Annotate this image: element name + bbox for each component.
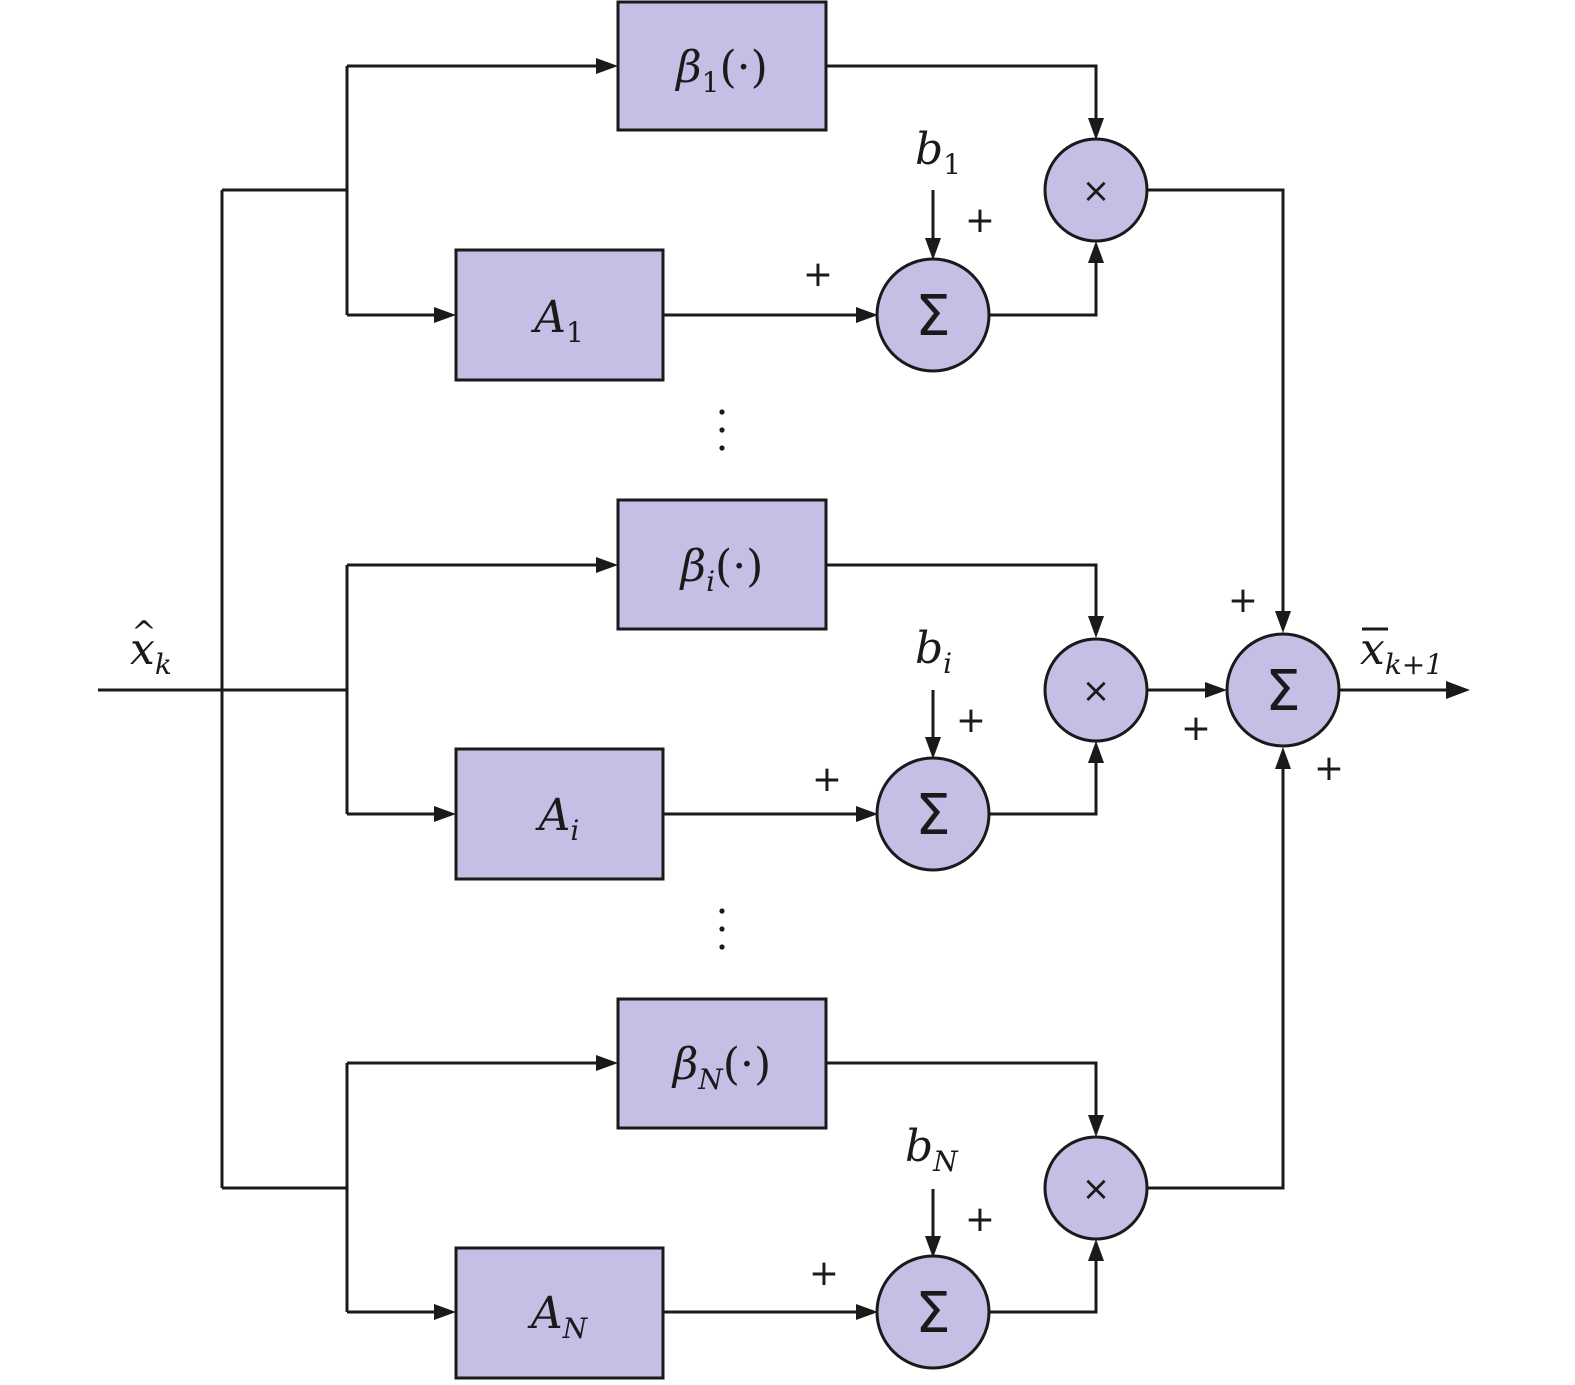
final-sum-symbol: Σ [1265,659,1300,724]
mult-n-symbol: × [1082,1169,1111,1209]
arrow-to-beta-n [596,1055,618,1071]
sum-n-symbol: Σ [915,1281,950,1346]
output-symbol: x [1360,624,1385,675]
sum-i-node: Σ [875,756,991,872]
beta-i-block: βi(·) [616,498,828,631]
arrow-to-mult-i-top [1088,616,1104,638]
beta-1-name: β [674,42,701,93]
plus-b-n: + [965,1199,995,1240]
beta-n-arg: (·) [723,1039,771,1090]
ellipsis-upper [719,409,725,451]
beta-i-out [826,563,1098,620]
a-n-block: AN [454,1246,665,1380]
sum-1-symbol: Σ [915,284,950,349]
b-n-label: bN [905,1121,959,1178]
arrow-to-sum-1 [856,307,878,323]
arrow-b-1-down [925,238,941,260]
svg-text:xk: xk [130,624,172,681]
arrow-b-i-down [925,737,941,759]
ellipsis-lower [719,908,725,950]
svg-text:xk+1: xk+1 [1360,624,1443,681]
arrow-to-sum-i [856,806,878,822]
a-i-block: Ai [454,747,665,881]
arrow-to-a-i [434,806,456,822]
plus-a-i: + [812,759,842,800]
arrow-output [1446,681,1470,699]
arrow-to-mult-1-top [1088,118,1104,140]
plus-final-left: + [1181,708,1211,749]
final-sum-node: Σ [1225,632,1341,748]
plus-b-1: + [965,200,995,241]
a-i-name: A [535,790,571,841]
arrow-to-sum-n [856,1304,878,1320]
b-1-label: b1 [915,124,961,181]
arrow-to-mult-n-top [1088,1115,1104,1137]
b-i-label: bi [915,623,952,680]
output-sub: k+1 [1385,648,1443,681]
mult-i-node: × [1043,637,1149,743]
input-symbol: x [130,624,155,675]
arrow-to-mult-1-bottom [1088,241,1104,263]
plus-final-bottom: + [1314,748,1344,789]
sum-n-out [990,1256,1098,1314]
wires [98,64,1452,1314]
a-n-name: A [527,1288,563,1339]
beta-1-sub: 1 [702,66,720,99]
sum-1-node: Σ [875,257,991,373]
arrow-to-final-sum-top [1275,611,1291,633]
beta-1-arg: (·) [719,42,767,93]
svg-text:AN: AN [527,1288,589,1345]
a-n-sub: N [562,1312,589,1345]
svg-text:Ai: Ai [535,790,580,847]
sum-n-node: Σ [875,1254,991,1370]
mult-n-out [1147,768,1285,1190]
beta-i-name: β [679,541,706,592]
output-label: xk+1 [1360,624,1443,681]
svg-text:βi(·): βi(·) [679,541,764,598]
arrow-to-mult-i-bottom [1088,741,1104,763]
mult-1-node: × [1043,137,1149,243]
input-hat: ^ [131,615,156,650]
arrow-to-beta-i [596,557,618,573]
mult-1-symbol: × [1082,171,1111,211]
a-1-block: A1 [454,248,665,382]
arrow-to-a-1 [434,307,456,323]
mult-n-node: × [1043,1135,1149,1241]
sum-i-out [990,758,1098,816]
mult-1-out [1147,188,1285,614]
sum-i-symbol: Σ [915,783,950,848]
input-sub: k [155,648,172,681]
arrow-to-beta-1 [596,58,618,74]
a-1-sub: 1 [566,316,584,349]
beta-1-block: β1(·) [616,0,828,132]
arrow-b-n-down [925,1236,941,1258]
plus-b-i: + [956,700,986,741]
beta-n-out [826,1061,1098,1119]
mult-i-symbol: × [1082,671,1111,711]
beta-n-block: βN(·) [616,997,828,1130]
plus-signs: + + + + + + + + + [803,200,1344,1294]
arrowheads [434,58,1470,1320]
beta-n-sub: N [697,1063,724,1096]
arrow-to-a-n [434,1304,456,1320]
beta-i-arg: (·) [715,541,763,592]
input-label: ^ xk [130,615,172,681]
arrow-to-mult-n-bottom [1088,1239,1104,1261]
beta-n-name: β [671,1039,698,1090]
beta-1-out [826,64,1098,122]
svg-text:A1: A1 [530,292,584,349]
plus-a-n: + [809,1253,839,1294]
a-1-name: A [530,292,566,343]
svg-text:βN(·): βN(·) [671,1039,771,1096]
arrow-to-final-sum-bottom [1275,747,1291,769]
plus-final-top: + [1228,580,1258,621]
svg-text:β1(·): β1(·) [674,42,768,99]
arrow-to-final-sum-left [1205,682,1227,698]
a-i-sub: i [570,814,579,847]
beta-i-sub: i [706,565,715,598]
plus-a-1: + [803,254,833,295]
sum-1-out [990,258,1098,317]
